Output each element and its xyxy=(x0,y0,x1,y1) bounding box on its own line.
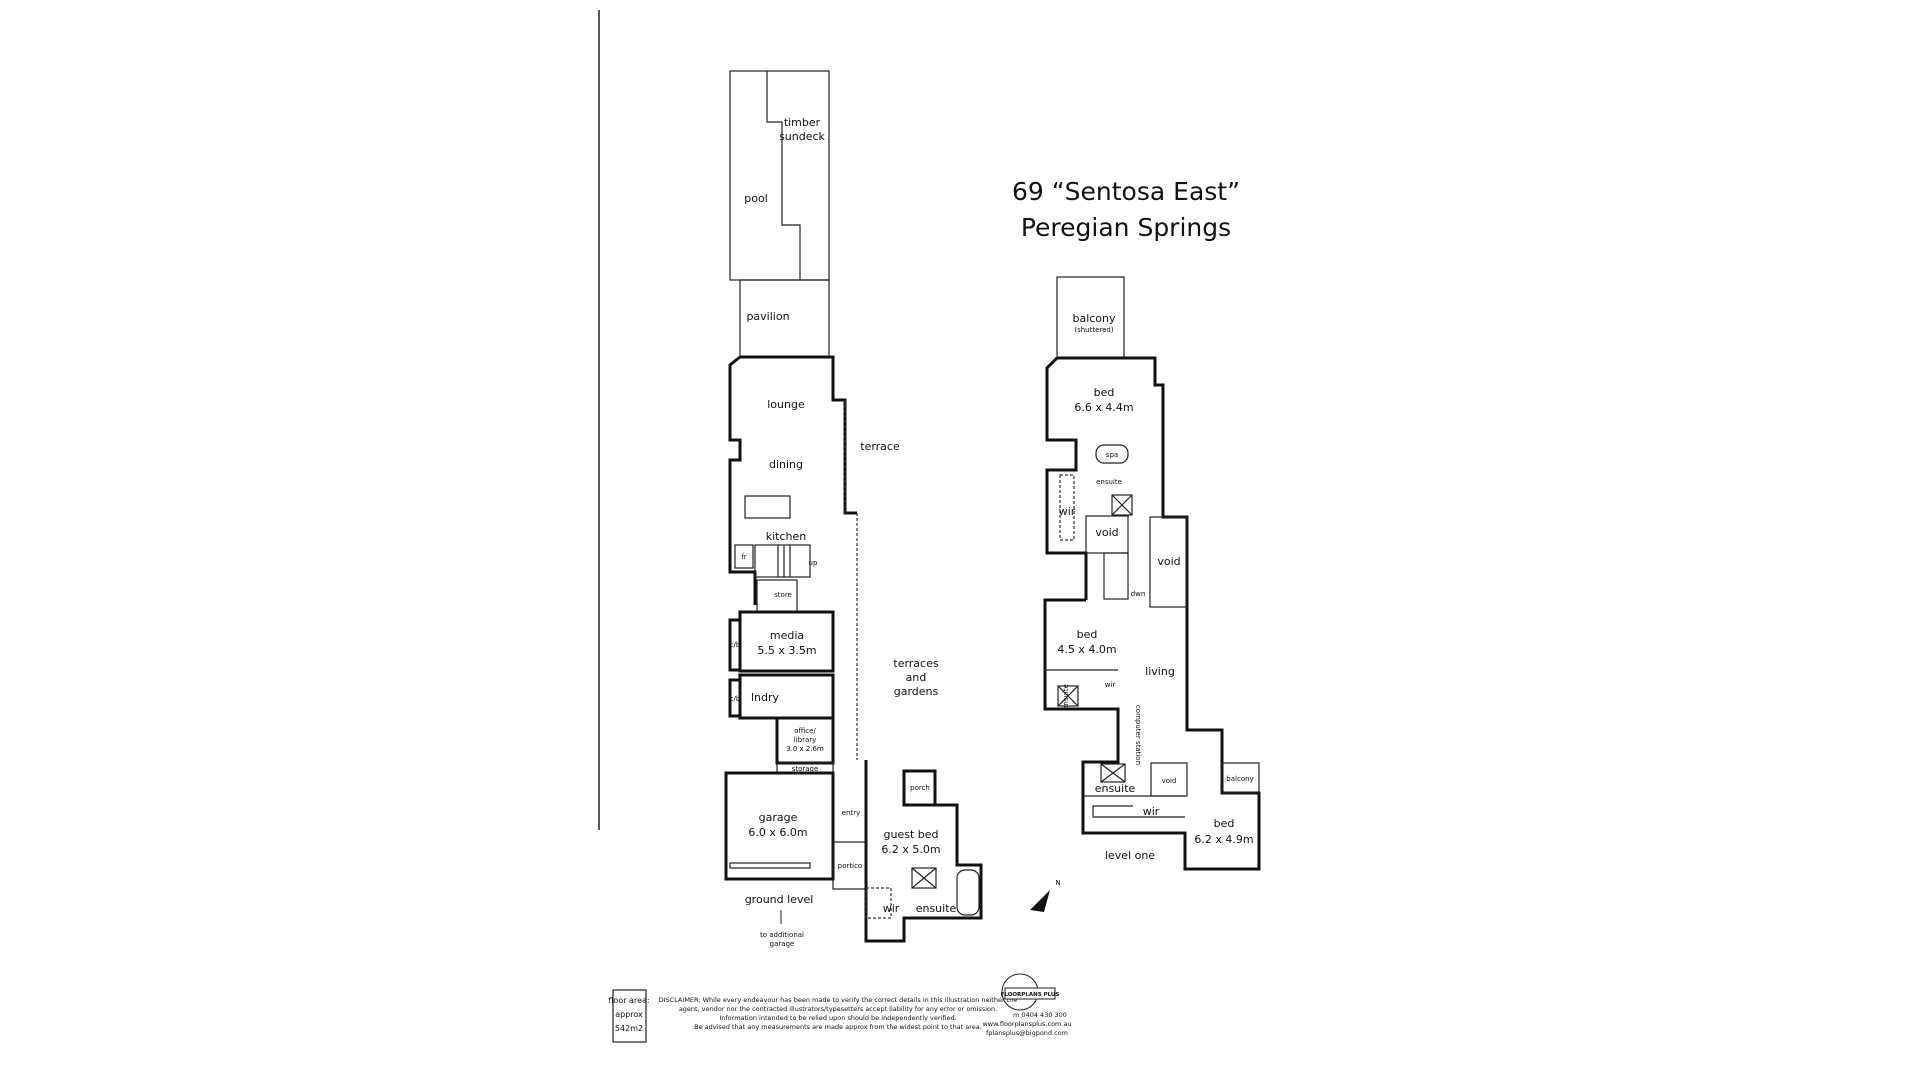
lounge-wall-right xyxy=(740,355,857,515)
label-office: office/ xyxy=(794,727,816,735)
label-pool: pool xyxy=(744,192,768,205)
label-gardens: gardens xyxy=(894,685,939,698)
label-laundry: lndry xyxy=(751,691,780,704)
label-ensuite: ensuite xyxy=(1062,684,1070,710)
label-bed: bed xyxy=(1214,817,1235,830)
north-label: N xyxy=(1055,879,1060,887)
label-lounge: lounge xyxy=(767,398,805,411)
label-dining: dining xyxy=(769,458,803,471)
label-up: up xyxy=(809,559,818,567)
label-pavilion: pavilion xyxy=(746,310,789,323)
spa xyxy=(1095,444,1129,464)
label-spa: spa xyxy=(1106,451,1118,459)
label-guest-bed: guest bed xyxy=(884,828,939,841)
level-one-plan xyxy=(1043,276,1261,871)
note-garage: garage xyxy=(770,940,795,948)
label-balcony: balcony xyxy=(1226,775,1253,783)
label-wir: wir xyxy=(1143,805,1160,818)
label-timber: timber xyxy=(784,116,821,129)
title-line2: Peregian Springs xyxy=(1021,213,1231,242)
north-arrow-icon: N xyxy=(1030,879,1061,912)
level-one-label: level one xyxy=(1105,849,1155,862)
company-website: www.floorplansplus.com.au xyxy=(982,1020,1071,1028)
pool-sundeck-outline xyxy=(729,70,830,281)
floor-area-box xyxy=(612,989,647,1043)
label-garage-size: 6.0 x 6.0m xyxy=(748,826,807,839)
label-cb: c/b xyxy=(730,641,741,649)
label-terrace: terrace xyxy=(860,440,900,453)
label-media-size: 5.5 x 3.5m xyxy=(757,644,816,657)
label-void: void xyxy=(1162,777,1177,785)
note-additional-garage: to additional xyxy=(760,931,804,939)
label-office-size: 3.0 x 2.6m xyxy=(786,745,824,753)
label-terraces: terraces xyxy=(893,657,938,670)
label-ensuite: ensuite xyxy=(1095,782,1136,795)
label-fr: fr xyxy=(741,553,746,561)
company-logo: FLOORPLANS PLUS xyxy=(1001,973,1060,1011)
label-void: void xyxy=(1157,555,1180,568)
label-porch: porch xyxy=(910,784,930,792)
label-storage: storage xyxy=(792,765,819,773)
label-bed: bed xyxy=(1077,628,1098,641)
level-one-outer-wall xyxy=(1043,356,1261,871)
label-dwn: dwn xyxy=(1131,590,1146,598)
ground-level-label: ground level xyxy=(745,893,814,906)
label-entry: entry xyxy=(842,809,861,817)
label-portico: portico xyxy=(838,862,862,870)
disclaimer-line: Information intended to be relied upon s… xyxy=(719,1014,956,1022)
label-kitchen: kitchen xyxy=(766,530,807,543)
stairs xyxy=(1103,552,1129,600)
disclaimer: DISCLAIMER: While every endeavour has be… xyxy=(659,996,1018,1031)
void-large xyxy=(1149,516,1188,608)
pool-edge xyxy=(766,71,801,280)
logo-text: FLOORPLANS PLUS xyxy=(1001,992,1060,998)
floor-area-approx: approx xyxy=(615,1010,643,1019)
company-email: fplansplus@bigpond.com xyxy=(986,1029,1068,1037)
disclaimer-line: agent, vendor nor the contracted illustr… xyxy=(679,1005,997,1013)
floor-area-value: 542m2 xyxy=(615,1024,643,1033)
disclaimer-line: DISCLAIMER: While every endeavour has be… xyxy=(659,996,1018,1004)
kitchen-island xyxy=(744,495,791,519)
ground-level-plan xyxy=(724,70,983,943)
label-library: library xyxy=(794,736,817,744)
label-bed: bed xyxy=(1094,386,1115,399)
label-bed-size: 6.2 x 4.9m xyxy=(1194,833,1253,846)
label-cb: c/b xyxy=(730,695,741,703)
label-and: and xyxy=(906,671,927,684)
label-media: media xyxy=(770,629,804,642)
title-line1: 69 “Sentosa East” xyxy=(1012,177,1240,206)
company-phone: m 0404 430 300 xyxy=(1013,1011,1067,1019)
stairs xyxy=(754,544,811,578)
porch xyxy=(902,769,937,807)
garage xyxy=(724,771,835,881)
label-sundeck: sundeck xyxy=(779,130,825,143)
guest-bed-wall xyxy=(864,760,983,943)
label-balcony: balcony xyxy=(1072,312,1116,325)
label-store: store xyxy=(774,591,792,599)
lounge-wall-left xyxy=(728,355,757,605)
label-wir: wir xyxy=(883,902,900,915)
label-shuttered: (shuttered) xyxy=(1074,326,1114,334)
label-living: living xyxy=(1145,665,1175,678)
label-bed-size: 6.6 x 4.4m xyxy=(1074,401,1133,414)
disclaimer-line: Be advised that any measurements are mad… xyxy=(694,1023,982,1031)
label-bed-size: 4.5 x 4.0m xyxy=(1057,643,1116,656)
label-ensuite: ensuite xyxy=(916,902,957,915)
label-wir: wir xyxy=(1105,681,1116,689)
label-guest-bed-size: 6.2 x 5.0m xyxy=(881,843,940,856)
label-garage: garage xyxy=(759,811,798,824)
label-wir: wir xyxy=(1059,505,1076,518)
label-ensuite: ensuite xyxy=(1096,478,1122,486)
label-void: void xyxy=(1095,526,1118,539)
label-computer-station: computer station xyxy=(1134,705,1142,765)
floor-area-label: floor area: xyxy=(608,996,649,1005)
